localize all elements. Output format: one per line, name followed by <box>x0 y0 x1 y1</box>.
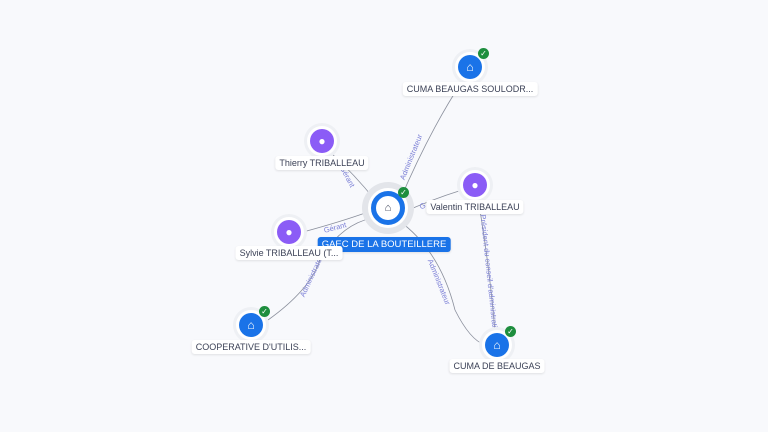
building-icon: ⌂ <box>485 333 509 357</box>
node-label[interactable]: Sylvie TRIBALLEAU (T... <box>235 246 343 260</box>
node-label[interactable]: COOPERATIVE D'UTILIS... <box>191 340 311 354</box>
verified-icon: ✓ <box>259 306 270 317</box>
verified-icon: ✓ <box>505 326 516 337</box>
node-cuma-soulodre[interactable]: ⌂✓ <box>455 48 489 82</box>
edge-sylvie <box>302 211 369 233</box>
node-sylvie[interactable]: ● <box>274 217 304 247</box>
building-icon: ⌂ <box>239 313 263 337</box>
edge-cuma-soulodre <box>399 79 464 201</box>
node-label[interactable]: CUMA DE BEAUGAS <box>449 359 545 373</box>
verified-icon: ✓ <box>398 187 409 198</box>
verified-icon: ✓ <box>478 48 489 59</box>
node-label[interactable]: CUMA BEAUGAS SOULODR... <box>402 82 538 96</box>
node-thierry[interactable]: ● <box>307 126 337 156</box>
person-icon: ● <box>277 220 301 244</box>
node-label[interactable]: Thierry TRIBALLEAU <box>275 156 369 170</box>
node-valentin[interactable]: ● <box>460 170 490 200</box>
node-cuma-beaugas[interactable]: ⌂✓ <box>482 326 516 360</box>
person-icon: ● <box>463 173 487 197</box>
center-node[interactable]: ⌂✓ <box>368 187 409 228</box>
building-icon: ⌂ <box>376 196 400 220</box>
node-cooperative[interactable]: ⌂✓ <box>236 306 270 340</box>
edge-cooperative <box>267 217 373 321</box>
center-node-label[interactable]: GAEC DE LA BOUTEILLERE <box>317 237 451 252</box>
person-icon: ● <box>310 129 334 153</box>
node-label[interactable]: Valentin TRIBALLEAU <box>426 200 524 214</box>
building-icon: ⌂ <box>458 55 482 79</box>
